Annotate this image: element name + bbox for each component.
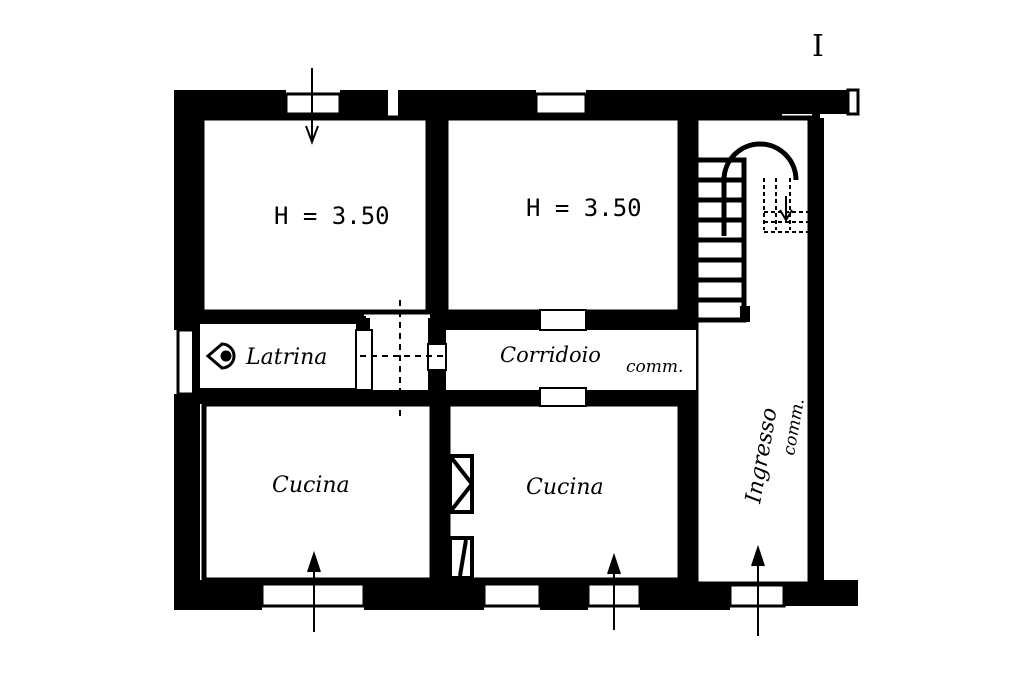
sheet-marker: I xyxy=(812,29,824,64)
vestibule-marks xyxy=(360,300,446,420)
corridor-label: Corridoio xyxy=(500,343,601,367)
kitchen-right-label: Cucina xyxy=(526,475,604,500)
toilet-icon xyxy=(205,342,236,370)
door-openings xyxy=(355,309,696,407)
staircase xyxy=(693,141,810,323)
room-height-label-left: H = 3.50 xyxy=(274,202,390,230)
hearth-symbol xyxy=(448,454,474,580)
corridor-note: comm. xyxy=(626,357,683,377)
kitchen-left-label: Cucina xyxy=(272,473,350,498)
room-height-label-right: H = 3.50 xyxy=(526,194,642,222)
outer-walls xyxy=(174,88,860,610)
latrine-label: Latrina xyxy=(245,345,327,370)
entry-arrows xyxy=(305,68,765,636)
